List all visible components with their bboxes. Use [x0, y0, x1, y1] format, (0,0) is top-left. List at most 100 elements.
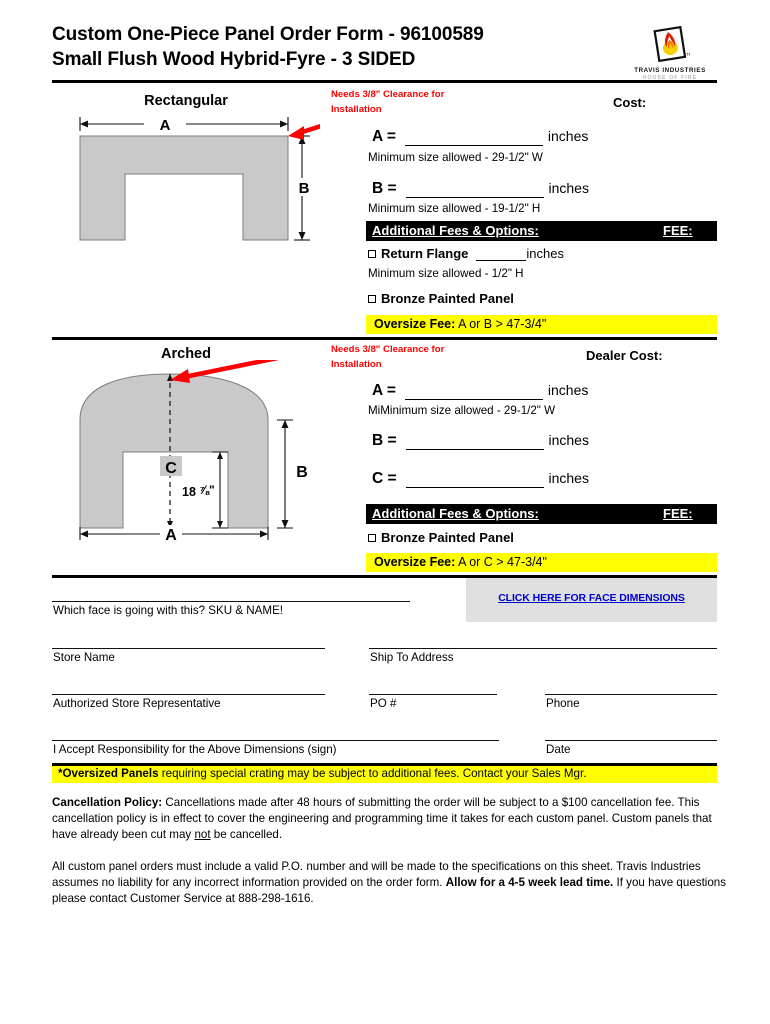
rect-dim-a-input[interactable] — [405, 130, 544, 146]
arched-dim-b-input[interactable] — [406, 434, 545, 450]
rectangular-clearance-note: Needs 3/8" Clearance for Installation — [331, 88, 444, 117]
po-number-input[interactable] — [369, 694, 497, 696]
arched-fees-header-bar: Additional Fees & Options: FEE: — [366, 504, 717, 524]
arched-dim-b-label: B = — [372, 432, 397, 449]
arched-dim-c-input[interactable] — [406, 472, 545, 488]
rect-dim-a-label: A = — [372, 128, 396, 145]
policy-text-block: Cancellation Policy: Cancellations made … — [52, 795, 732, 907]
rect-dim-b-label: B = — [372, 180, 397, 197]
oversized-panels-rest: requiring special crating may be subject… — [158, 767, 587, 780]
arched-bronze-panel-checkbox[interactable] — [368, 533, 376, 542]
svg-text:B: B — [299, 180, 310, 197]
cancellation-policy-body-b: be cancelled. — [210, 828, 283, 841]
rect-fees-header-label: Additional Fees & Options: — [372, 223, 539, 238]
rect-return-flange-note: Minimum size allowed - 1/2" H — [368, 267, 524, 280]
arched-section-divider — [52, 575, 717, 578]
signature-input[interactable] — [52, 740, 499, 742]
rect-fees-header-bar: Additional Fees & Options: FEE: — [366, 221, 717, 241]
svg-text:C: C — [165, 460, 177, 477]
arched-oversize-rest: A or C > 47-3/4" — [455, 555, 547, 569]
rect-oversize-bold: Oversize Fee: — [374, 317, 456, 331]
arched-dim-c-label: C = — [372, 470, 397, 487]
header-divider — [52, 80, 717, 83]
svg-text:A: A — [165, 527, 177, 540]
cancellation-policy-title: Cancellation Policy: — [52, 796, 163, 809]
arched-dim-c-row: C = inches — [372, 470, 589, 488]
return-flange-checkbox[interactable] — [368, 249, 376, 258]
authorized-rep-label: Authorized Store Representative — [53, 697, 221, 710]
logo-tagline: HOUSE OF FIRE — [642, 75, 698, 81]
arched-dim-c-unit: inches — [548, 470, 589, 486]
svg-text:B: B — [296, 464, 308, 481]
rect-dim-b-note: Minimum size allowed - 19-1/2" H — [368, 202, 541, 215]
rect-option-bronze-panel[interactable]: Bronze Painted Panel — [368, 291, 514, 306]
page-title: Custom One-Piece Panel Order Form - 9610… — [52, 22, 652, 72]
authorized-rep-input[interactable] — [52, 694, 325, 696]
arched-dim-b-unit: inches — [548, 432, 589, 448]
date-input[interactable] — [545, 740, 717, 742]
flame-logo-icon: TM — [650, 25, 693, 65]
phone-input[interactable] — [545, 694, 717, 696]
face-sku-label: Which face is going with this? SKU & NAM… — [53, 604, 284, 617]
rect-dim-a-unit: inches — [547, 128, 589, 144]
lead-time-bold: Allow for a 4-5 week lead time. — [445, 876, 614, 889]
arched-dim-a-row: A = inches — [372, 382, 588, 400]
po-requirement-a: All custom panel orders must include a v… — [52, 860, 701, 889]
svg-text:A: A — [160, 117, 171, 134]
oversized-panels-text: *Oversized Panels requiring special crat… — [58, 767, 586, 780]
arched-clearance-line-2: Installation — [331, 358, 382, 370]
face-dimensions-link[interactable]: CLICK HERE FOR FACE DIMENSIONS — [498, 592, 685, 604]
rect-dim-a-row: A = inches — [372, 128, 588, 146]
arched-clearance-note: Needs 3/8" Clearance for Installation — [331, 343, 444, 372]
date-label: Date — [546, 743, 571, 756]
policy-paragraph-gap — [52, 843, 732, 859]
svg-text:TM: TM — [686, 52, 690, 57]
rectangular-section-divider — [52, 337, 717, 340]
rect-oversize-rest: A or B > 47-3/4" — [455, 317, 547, 331]
store-name-input[interactable] — [52, 648, 325, 650]
face-dimensions-box: CLICK HERE FOR FACE DIMENSIONS — [466, 578, 717, 622]
clearance-line-1: Needs 3/8" Clearance for — [331, 89, 445, 100]
footer-divider — [52, 763, 717, 766]
title-line-1: Custom One-Piece Panel Order Form - 9610… — [52, 24, 484, 45]
rectangular-cost-label: Cost: — [613, 95, 647, 110]
arched-dim-a-note: MiMinimum size allowed - 29-1/2" W — [368, 404, 556, 417]
arched-dim-a-input[interactable] — [405, 384, 544, 400]
rect-dim-a-note: Minimum size allowed - 29-1/2" W — [368, 151, 543, 164]
arched-fee-column-label: FEE: — [663, 506, 693, 521]
return-flange-unit: inches — [526, 246, 564, 261]
svg-text:18: 18 — [182, 485, 196, 499]
rect-dim-b-input[interactable] — [406, 182, 545, 198]
ship-to-address-label: Ship To Address — [370, 651, 454, 664]
cancellation-policy-paragraph: Cancellation Policy: Cancellations made … — [52, 795, 732, 843]
store-name-label: Store Name — [53, 651, 115, 664]
bronze-panel-checkbox[interactable] — [368, 294, 376, 303]
po-requirement-paragraph: All custom panel orders must include a v… — [52, 859, 732, 907]
arched-oversize-fee-text: Oversize Fee: A or C > 47-3/4" — [374, 555, 547, 569]
arched-oversize-bold: Oversize Fee: — [374, 555, 456, 569]
arched-dim-b-row: B = inches — [372, 432, 589, 450]
rect-dim-b-row: B = inches — [372, 180, 589, 198]
cancellation-policy-body-a: Cancellations made after 48 hours of sub… — [52, 796, 712, 841]
arched-option-bronze-panel[interactable]: Bronze Painted Panel — [368, 530, 514, 545]
svg-text:⅞": ⅞" — [199, 483, 215, 497]
phone-label: Phone — [546, 697, 580, 710]
rectangular-panel-diagram: A B — [60, 103, 385, 257]
rect-dim-b-unit: inches — [548, 180, 589, 196]
rect-fee-column-label: FEE: — [663, 223, 693, 238]
rectangular-section-title: Rectangular — [144, 93, 228, 109]
bronze-panel-label: Bronze Painted Panel — [381, 291, 514, 306]
title-line-2: Small Flush Wood Hybrid-Fyre - 3 SIDED — [52, 49, 416, 70]
face-sku-input[interactable] — [52, 601, 410, 603]
arched-clearance-line-1: Needs 3/8" Clearance for — [331, 344, 445, 355]
logo-brand-name: TRAVIS INDUSTRIES — [634, 67, 706, 74]
clearance-line-2: Installation — [331, 103, 382, 115]
rect-oversize-fee-text: Oversize Fee: A or B > 47-3/4" — [374, 317, 546, 331]
arched-dim-a-label: A = — [372, 382, 396, 399]
return-flange-input[interactable] — [476, 246, 527, 261]
arched-dim-a-unit: inches — [547, 382, 589, 398]
ship-to-address-input[interactable] — [369, 648, 717, 650]
travis-industries-logo: TM TRAVIS INDUSTRIES HOUSE OF FIRE — [633, 25, 707, 81]
